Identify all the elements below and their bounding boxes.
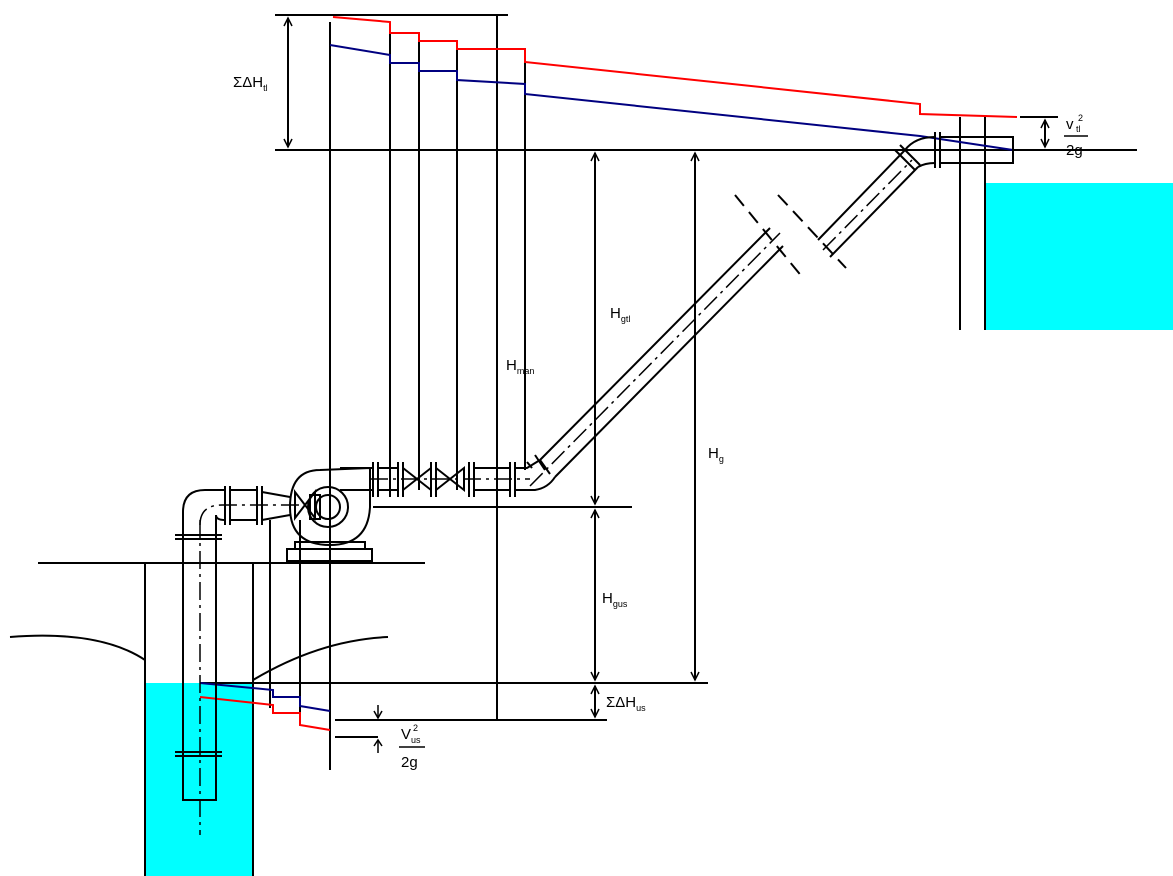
energy-line-suction bbox=[199, 696, 331, 731]
outlet-pipe bbox=[934, 132, 1014, 168]
svg-text:tl: tl bbox=[1076, 124, 1081, 134]
piezometric-line-suction bbox=[199, 682, 331, 712]
sump-structure bbox=[9, 562, 425, 876]
suction-pipe bbox=[175, 486, 316, 835]
dimension-lines bbox=[283, 16, 1050, 753]
label-velocity-head-tl: v 2 tl 2g bbox=[1064, 113, 1088, 159]
label-h-gtl: Hgtl bbox=[610, 305, 630, 324]
svg-text:us: us bbox=[411, 735, 421, 745]
energy-line-discharge bbox=[332, 16, 1018, 118]
piezometric-line-discharge bbox=[329, 44, 1014, 151]
sump-water bbox=[145, 683, 253, 876]
upper-reservoir-water bbox=[985, 183, 1173, 330]
upper-reservoir-walls bbox=[959, 117, 986, 330]
pump bbox=[286, 466, 373, 562]
svg-text:2g: 2g bbox=[401, 754, 418, 771]
label-velocity-head-us: V 2 us 2g bbox=[399, 723, 425, 771]
section-verticals bbox=[269, 15, 526, 770]
svg-text:2: 2 bbox=[1078, 113, 1083, 123]
discharge-pipe-horizontal bbox=[340, 459, 556, 497]
label-h-man: Hman bbox=[506, 357, 534, 376]
svg-text:v: v bbox=[1066, 116, 1074, 133]
label-h-g: Hg bbox=[708, 445, 724, 464]
label-h-gus: Hgus bbox=[602, 590, 628, 609]
svg-text:2: 2 bbox=[413, 723, 418, 733]
svg-text:2g: 2g bbox=[1066, 142, 1083, 159]
svg-text:V: V bbox=[401, 726, 411, 743]
reference-lines bbox=[200, 14, 1137, 738]
label-sum-dh-us: ΣΔHus bbox=[606, 694, 646, 713]
discharge-pipe-inclined bbox=[526, 136, 936, 487]
label-sum-dh-tl: ΣΔHtl bbox=[233, 74, 268, 93]
